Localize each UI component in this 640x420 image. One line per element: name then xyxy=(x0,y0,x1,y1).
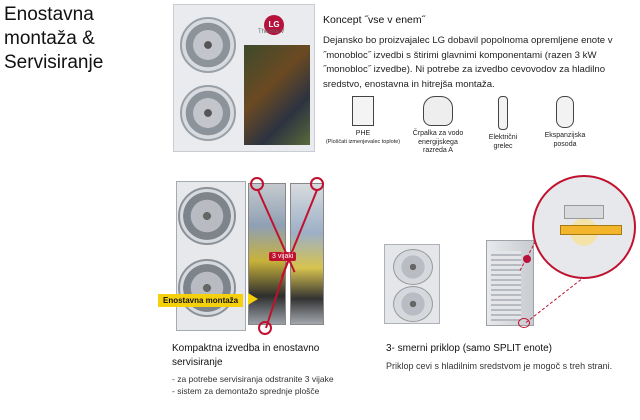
caption-bullet: - sistem za demontažo sprednje plošče xyxy=(172,386,320,396)
plate-heat-exchanger-icon xyxy=(352,96,374,126)
split-unit-side-view xyxy=(486,240,534,326)
component-label: Električni grelec xyxy=(488,134,518,150)
pipe-icon xyxy=(560,225,622,235)
screw-marker-icon xyxy=(250,177,264,191)
fan-icon xyxy=(178,187,236,245)
assembly-tag: Enostavna montaža xyxy=(158,294,244,307)
concept-text: Dejansko bo proizvajalec LG dobavil popo… xyxy=(323,35,613,90)
expansion-tank-icon xyxy=(556,96,574,128)
caption-split-title: 3- smerni priklop (samo SPLIT enote) xyxy=(386,343,552,354)
unit-grill xyxy=(491,251,521,321)
fan-icon xyxy=(393,286,433,322)
component-label: Črpalka za vodo energijskega razreda A xyxy=(412,130,464,154)
caption-compact: Kompaktna izvedba in enostavno servisira… xyxy=(172,342,372,397)
caption-split: 3- smerni priklop (samo SPLIT enote) Pri… xyxy=(386,342,638,372)
page-title-line-2: montaža & xyxy=(4,28,95,49)
caption-bullet: - za potrebe servisiranja odstranite 3 v… xyxy=(172,374,334,384)
pipe-connection-zoom xyxy=(532,175,636,279)
component-sublabel: (Ploščati izmenjevalec toplote) xyxy=(325,138,401,145)
concept-title: Koncept ˝vse v enem˝ xyxy=(323,14,426,26)
fan-icon xyxy=(180,17,236,73)
unit-brand-label: Therma V xyxy=(258,29,285,35)
water-pump-icon xyxy=(423,96,453,126)
screw-marker-icon xyxy=(310,177,324,191)
component-heater: Električni grelec xyxy=(480,96,526,151)
exploded-unit-illustration xyxy=(172,175,330,335)
component-phe: PHE (Ploščati izmenjevalec toplote) xyxy=(318,96,408,146)
fan-icon xyxy=(178,259,236,317)
caption-compact-title: Kompaktna izvedba in enostavno servisira… xyxy=(172,343,320,368)
heat-pump-photo: LG Therma V xyxy=(173,4,315,152)
unit-internals xyxy=(244,45,310,145)
page-title-line-3: Servisiranje xyxy=(4,52,104,73)
connection-point-marker-icon xyxy=(518,318,530,328)
arrow-right-icon xyxy=(248,293,258,305)
lg-logo-icon: LG xyxy=(264,15,284,35)
screws-tag: 3 vijaki xyxy=(269,252,297,261)
page-title: Enostavna montaža & Servisiranje xyxy=(4,3,169,75)
component-label: PHE xyxy=(355,130,371,137)
fan-icon xyxy=(180,85,236,141)
component-expansion-tank: Ekspanzijska posoda xyxy=(535,96,595,149)
caption-split-body: Priklop cevi s hladilnim sredstvom je mo… xyxy=(386,361,613,371)
screw-marker-icon xyxy=(258,321,272,335)
fan-icon xyxy=(393,249,433,285)
page-title-line-1: Enostavna xyxy=(4,4,94,25)
electric-heater-icon xyxy=(498,96,508,130)
lg-logo-icon xyxy=(523,255,531,263)
valve-icon xyxy=(564,205,604,219)
component-pump: Črpalka za vodo energijskega razreda A xyxy=(410,96,466,156)
component-label: Ekspanzijska posoda xyxy=(544,132,586,148)
split-outdoor-unit xyxy=(384,244,440,324)
